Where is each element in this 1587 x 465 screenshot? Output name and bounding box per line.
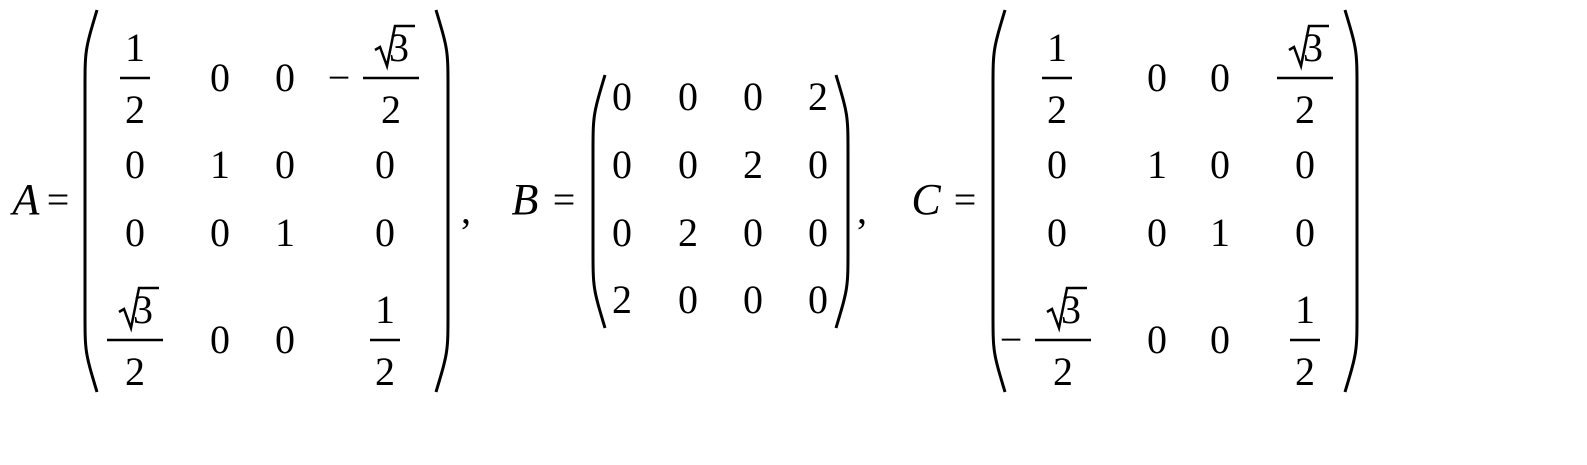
fraction-numerator: 3 (133, 287, 153, 332)
fraction-numerator: 1 (1295, 287, 1315, 332)
matrix-name-c: C (911, 175, 941, 224)
minus-sign: − (999, 317, 1023, 362)
matrix-entry: 0 (1210, 142, 1230, 187)
fraction-denominator: 2 (1053, 349, 1073, 394)
matrix-entry: 0 (743, 277, 763, 322)
matrix-entry: 0 (808, 142, 828, 187)
matrix-entry: 2 (678, 210, 698, 255)
matrix-entry: 1 (275, 210, 295, 255)
matrix-entry: 0 (375, 210, 395, 255)
matrix-entry: 1 (210, 142, 230, 187)
fraction-denominator: 2 (1047, 87, 1067, 132)
matrix-entry: 0 (210, 55, 230, 100)
right-bracket-c (1343, 9, 1359, 393)
fraction-denominator: 2 (1295, 349, 1315, 394)
matrix-name-b: B (511, 175, 539, 224)
fraction-denominator: 2 (125, 87, 145, 132)
matrix-entry: 0 (1047, 142, 1067, 187)
matrix-entry: 1 (1210, 210, 1230, 255)
fraction-numerator: 3 (389, 25, 409, 70)
separator-comma: , (857, 187, 867, 232)
matrix-name-a: A (12, 175, 40, 224)
matrix-entry: 2 (612, 277, 632, 322)
matrix-entry: 0 (743, 74, 763, 119)
matrix-entry: 0 (808, 210, 828, 255)
matrix-entry: 1 (1147, 142, 1167, 187)
separator-comma: , (461, 187, 471, 232)
equals-sign: = (953, 177, 977, 222)
left-bracket-b (591, 74, 607, 329)
fraction-denominator: 2 (381, 87, 401, 132)
right-bracket-b (834, 74, 850, 329)
matrix-entry: 0 (1210, 317, 1230, 362)
matrix-entry: 0 (1210, 55, 1230, 100)
matrix-entry: 0 (808, 277, 828, 322)
matrix-entry: 0 (1147, 317, 1167, 362)
matrix-entry: 0 (678, 142, 698, 187)
fraction-denominator: 2 (375, 349, 395, 394)
equals-sign: = (552, 177, 576, 222)
left-bracket-a (83, 9, 99, 393)
fraction-numerator: 1 (375, 287, 395, 332)
matrix-entry: 0 (1147, 210, 1167, 255)
matrix-entry: 0 (612, 210, 632, 255)
fraction-numerator: 3 (1061, 287, 1081, 332)
matrix-entry: 0 (612, 74, 632, 119)
matrix-entry: 0 (612, 142, 632, 187)
matrix-entry: 0 (1047, 210, 1067, 255)
fraction-denominator: 2 (125, 349, 145, 394)
matrix-entry: 0 (1147, 55, 1167, 100)
matrix-entry: 0 (743, 210, 763, 255)
matrix-entry: 0 (678, 74, 698, 119)
matrix-entry: 0 (678, 277, 698, 322)
matrix-entry: 0 (125, 210, 145, 255)
matrix-entry: 2 (808, 74, 828, 119)
fraction-numerator: 3 (1303, 25, 1323, 70)
matrix-entry: 0 (1295, 142, 1315, 187)
matrix-entry: 0 (210, 210, 230, 255)
fraction-numerator: 1 (125, 25, 145, 70)
minus-sign: − (327, 55, 351, 100)
matrix-entry: 0 (210, 317, 230, 362)
matrix-entry: 0 (275, 317, 295, 362)
matrix-entry: 0 (1295, 210, 1315, 255)
fraction-denominator: 2 (1295, 87, 1315, 132)
fraction-numerator: 1 (1047, 25, 1067, 70)
matrix-entry: 0 (275, 142, 295, 187)
right-bracket-a (434, 9, 450, 393)
equals-sign: = (46, 177, 70, 222)
matrix-entry: 0 (375, 142, 395, 187)
matrix-entry: 0 (275, 55, 295, 100)
matrix-entry: 2 (743, 142, 763, 187)
matrix-entry: 0 (125, 142, 145, 187)
